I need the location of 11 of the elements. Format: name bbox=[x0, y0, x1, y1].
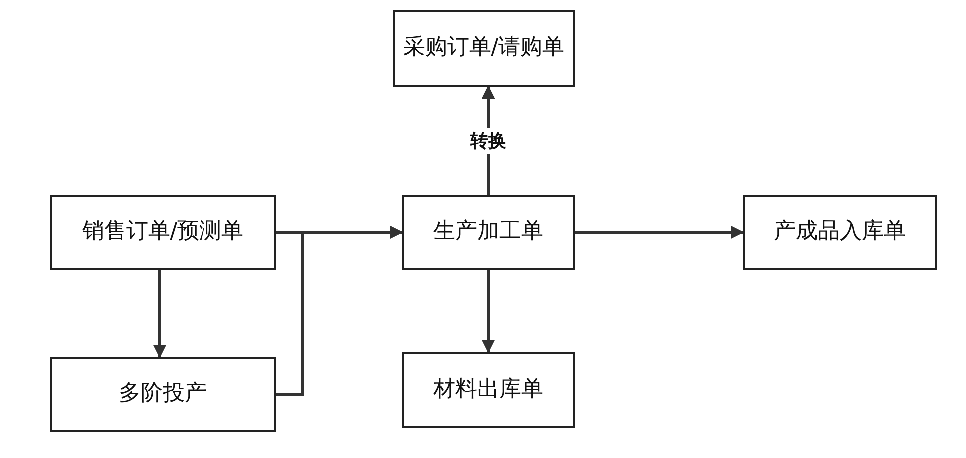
process-box: 材料出库单 bbox=[402, 352, 575, 428]
edge-label: 转换 bbox=[468, 128, 508, 154]
process-box: 多阶投产 bbox=[50, 357, 276, 432]
arrow bbox=[482, 270, 496, 354]
arrow bbox=[575, 226, 744, 240]
process-box: 销售订单/预测单 bbox=[50, 195, 276, 270]
arrow bbox=[153, 270, 167, 358]
process-box: 采购订单/请购单 bbox=[393, 10, 575, 87]
process-box: 产成品入库单 bbox=[743, 195, 937, 270]
arrow bbox=[276, 226, 404, 396]
process-box: 生产加工单 bbox=[402, 195, 575, 270]
